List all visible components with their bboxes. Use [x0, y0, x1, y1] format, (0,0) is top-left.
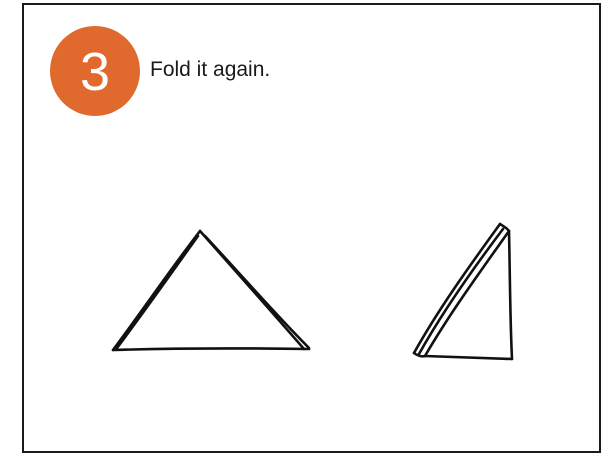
narrow-triangle-fold-icon: [414, 224, 512, 359]
fold-illustrations: [0, 0, 604, 428]
instruction-card: 3 Fold it again.: [0, 0, 604, 428]
triangle-fold-icon: [113, 231, 309, 350]
